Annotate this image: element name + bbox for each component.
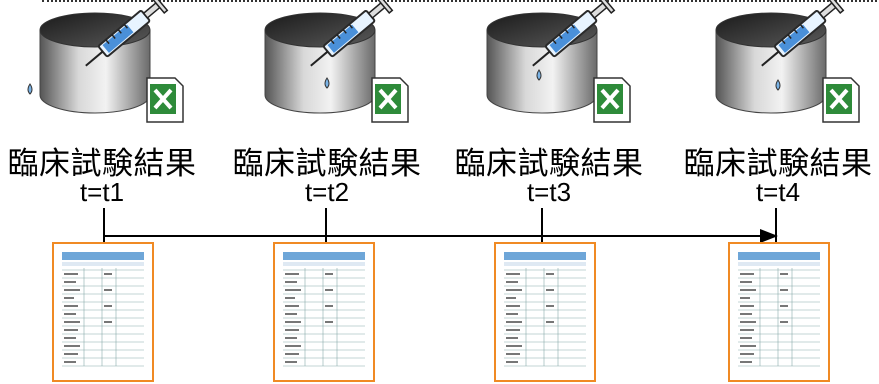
syringe-icon — [310, 0, 394, 67]
database-cylinder-icon — [27, 0, 184, 123]
syringe-icon — [532, 0, 616, 67]
document-form-icon — [494, 242, 596, 382]
syringe-icon — [85, 0, 169, 67]
time-label: t=t1 — [79, 177, 125, 207]
trial-group-1: 臨床試験結果 t=t1 — [2, 0, 202, 380]
excel-file-icon — [146, 77, 184, 123]
trial-group-3: 臨床試験結果 t=t3 — [449, 0, 649, 380]
syringe-icon — [761, 0, 845, 67]
document-form-icon — [273, 242, 375, 382]
excel-file-icon — [822, 77, 860, 123]
dotted-top-border — [42, 0, 877, 2]
trial-result-label: 臨床試験結果 — [232, 146, 422, 182]
time-label: t=t2 — [304, 177, 350, 207]
trial-result-label: 臨床試験結果 — [7, 146, 197, 182]
excel-file-icon — [371, 77, 409, 123]
excel-file-icon — [593, 77, 631, 123]
trial-group-2: 臨床試験結果 t=t2 — [227, 0, 427, 380]
trial-group-4: 臨床試験結果 t=t4 — [678, 0, 878, 380]
document-form-icon — [52, 242, 154, 382]
document-form-icon — [728, 242, 830, 382]
trial-result-label: 臨床試験結果 — [454, 146, 644, 182]
trial-result-label: 臨床試験結果 — [683, 146, 873, 182]
database-cylinder-icon — [264, 0, 409, 123]
time-label: t=t4 — [755, 177, 801, 207]
database-cylinder-icon — [486, 0, 631, 123]
database-cylinder-icon — [715, 0, 860, 123]
time-label: t=t3 — [526, 177, 572, 207]
arrow-head — [760, 229, 778, 243]
